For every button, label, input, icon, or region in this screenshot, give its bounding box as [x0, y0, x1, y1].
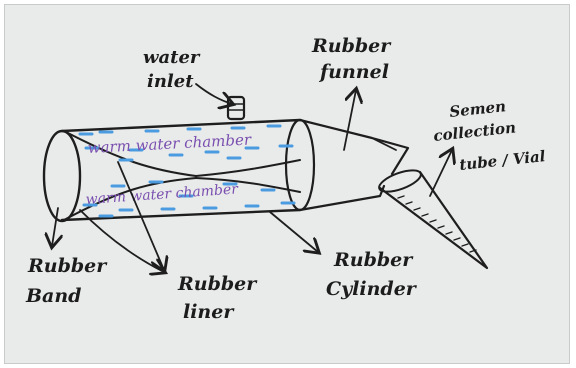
label-rubber-cylinder-2: Cylinder: [326, 278, 418, 300]
label-rubber-liner-1: Rubber: [177, 273, 258, 295]
arrow-collection-tube: [430, 150, 452, 196]
label-rubber-funnel-1: Rubber: [311, 35, 392, 57]
label-water-inlet-2: inlet: [147, 71, 194, 92]
arrow-water-inlet: [196, 84, 232, 104]
label-rubber-liner-2: liner: [183, 301, 235, 323]
pointer-arrows: [52, 84, 452, 272]
top-chamber-label: warm water chamber: [87, 130, 252, 157]
label-water-inlet-1: water: [143, 47, 201, 68]
water-inlet-stub: [228, 97, 244, 119]
label-rubber-band-1: Rubber: [27, 255, 108, 277]
rubber-band-ring: [44, 131, 80, 221]
label-semen-3: tube / Vial: [459, 147, 547, 174]
label-semen-1: Semen: [449, 97, 507, 121]
label-rubber-band-2: Band: [25, 285, 81, 307]
label-rubber-cylinder-1: Rubber: [333, 249, 414, 271]
label-semen-2: collection: [433, 118, 517, 145]
arrow-rubber-cylinder: [270, 212, 318, 252]
bottom-chamber-label: warm water chamber: [85, 181, 240, 208]
arrow-rubber-funnel: [344, 90, 356, 150]
label-rubber-funnel-2: funnel: [318, 61, 389, 83]
